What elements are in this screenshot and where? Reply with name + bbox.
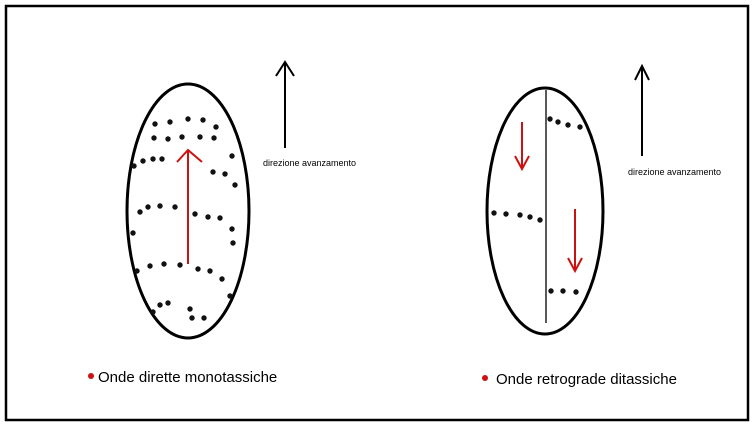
right-direction-arrow [634,63,650,156]
wave-dot [205,214,211,220]
wave-dot [555,119,561,125]
right-body-ellipse [485,86,605,336]
wave-dot [200,117,206,123]
wave-dot [152,121,158,127]
right-direction-label: direzione avanzamento [628,167,721,177]
wave-dot [145,204,151,210]
wave-dot [161,261,167,267]
wave-dot [217,215,223,221]
wave-dot [195,266,201,272]
wave-dot [150,309,156,315]
wave-dot [232,182,238,188]
left-direction-arrow [275,60,295,148]
wave-dot [213,124,219,130]
wave-dot [187,306,193,312]
wave-dot [131,163,137,169]
wave-dot [207,268,213,274]
wave-dot [177,262,183,268]
wave-dot [219,276,225,282]
left-red-arrow-up [176,148,203,264]
wave-dot [491,210,497,216]
wave-dot [192,211,198,217]
wave-dot [189,315,195,321]
wave-dot [201,315,207,321]
wave-dot [547,116,553,122]
wave-dot [517,212,523,218]
wave-dot [167,119,173,125]
wave-dot [230,240,236,246]
right-caption: Onde retrograde ditassiche [496,371,677,388]
wave-dot [227,293,233,299]
wave-dot [527,214,533,220]
wave-dot [537,217,543,223]
wave-dot [157,203,163,209]
wave-dot [577,124,583,130]
wave-dot [150,156,156,162]
right-panel: direzione avanzamento Onde retrograde di… [482,63,721,388]
right-red-arrow-down-upper [514,122,530,172]
wave-dot [165,300,171,306]
left-panel: direzione avanzamento Onde dirette monot… [88,60,356,386]
outer-frame [4,4,750,422]
wave-dot [130,230,136,236]
left-caption-bullet [88,373,94,379]
right-caption-bullet [482,375,488,381]
wave-dot [179,134,185,140]
wave-dot [151,135,157,141]
left-caption: Onde dirette monotassiche [98,369,277,386]
wave-dot [222,171,228,177]
right-wave-dots [491,116,583,295]
wave-dot [137,209,143,215]
right-red-arrow-down-lower [567,209,583,274]
wave-dot [185,116,191,122]
wave-dot [172,204,178,210]
wave-dot [165,136,171,142]
wave-dot [211,135,217,141]
wave-dot [210,169,216,175]
wave-dot [159,156,165,162]
wave-dot [548,288,554,294]
wave-dot [229,153,235,159]
left-direction-label: direzione avanzamento [263,158,356,168]
wave-dot [147,263,153,269]
wave-dot [140,158,146,164]
left-body-ellipse [125,82,251,340]
left-wave-dots [130,116,238,321]
wave-dot [197,134,203,140]
wave-dot [229,226,235,232]
wave-dot [565,122,571,128]
wave-dot [503,211,509,217]
wave-dot [134,268,140,274]
wave-dot [560,288,566,294]
wave-dot [157,302,163,308]
wave-dot [573,289,579,295]
